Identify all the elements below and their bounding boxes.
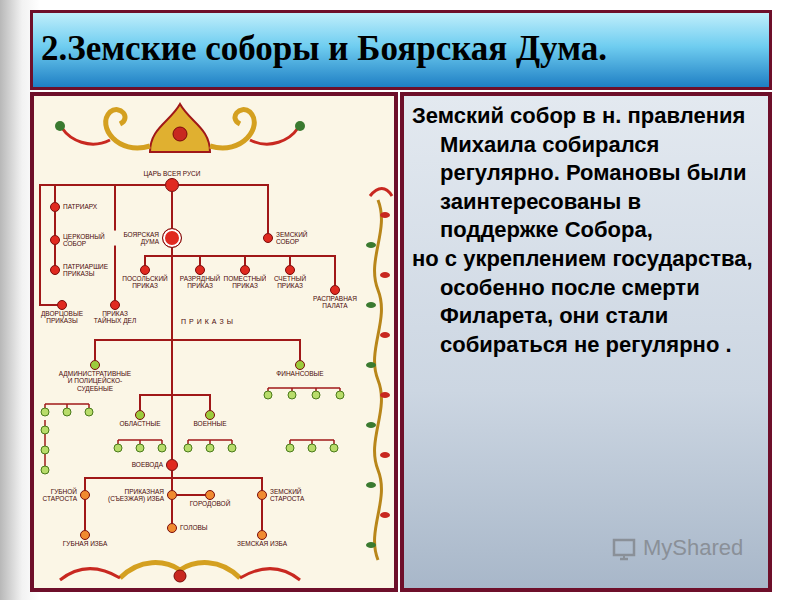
title-bar: 2.Земские соборы и Боярская Дума. [30,10,772,90]
org-circle: РАСПРАВНАЯ ПАЛАТА [330,285,340,295]
office-label: ВОЕВОДА [131,461,164,468]
office-label: ДВОРЦОВЫЕ ПРИКАЗЫ [38,310,86,325]
office-label: ЗЕМСКАЯ ИЗБА [236,540,288,547]
watermark: MyShared [642,535,744,561]
office-label: ГОРОДОВОЙ [189,500,232,507]
org-circle: ПАТРИАРШИЕ ПРИКАЗЫ [50,265,60,275]
org-circle: ЗЕМСКИЙ СТАРОСТА [257,490,267,500]
office-label: ОБЛАСТНЫЕ [118,420,161,427]
org-circle: ЗЕМСКИЙ СОБОР [263,233,273,243]
hierarchy-line [172,471,262,490]
text-panel: Земский собор в н. правления Михаила соб… [400,92,772,592]
body-text: но с укреплением государства, особенно п… [410,245,758,359]
group-heading: ПРИКАЗЫ [180,318,237,325]
body-text: Земский собор в н. правления Михаила соб… [410,102,758,245]
connector-layer [40,185,335,530]
org-circle: АДМИНИСТРАТИВНЫЕ И ПОЛИЦЕЙСКО-СУДЕБНЫЕ [90,360,100,370]
org-circle: ГУБНАЯ ИЗБА [80,530,90,540]
hierarchy-line [179,185,268,233]
office-label: ПАТРИАРХ [62,203,98,210]
office-label: ПРИКАЗ ТАЙНЫХ ДЕЛ [92,310,138,325]
hierarchy-line [84,500,86,530]
office-label: ПОСОЛЬСКИЙ ПРИКАЗ [121,275,169,290]
office-label: ПРИКАЗНАЯ (СЪЕЗЖАЯ) ИЗБА [97,488,165,503]
org-circle: ПАТРИАРХ [50,202,60,212]
office-label: ЗЕМСКИЙ СТАРОСТА [269,488,317,503]
org-circle: БОЯРСКАЯ ДУМА [162,228,182,248]
office-label: ПОМЕСТНЫЙ ПРИКАЗ [221,275,269,290]
office-label: РАЗРЯДНЫЙ ПРИКАЗ [176,275,224,290]
hierarchy-line [171,500,173,523]
hierarchy-line [172,248,300,360]
org-circle: ВОЕННЫЕ [205,410,215,420]
org-circle: ЦЕРКОВНЫЙ СОБОР [50,235,60,245]
office-label: АДМИНИСТРАТИВНЫЕ И ПОЛИЦЕЙСКО-СУДЕБНЫЕ [56,370,134,392]
hierarchy-line [55,185,165,202]
hierarchy-line [145,248,172,265]
office-label: ГОЛОВЫ [179,524,209,531]
org-circle: ЗЕМСКАЯ ИЗБА [257,530,267,540]
office-label: ЦЕРКОВНЫЙ СОБОР [62,233,110,248]
org-circle: ВОЕВОДА [166,459,178,471]
hierarchy-line [172,248,210,410]
org-circle: ПОМЕСТНЫЙ ПРИКАЗ [240,265,250,275]
org-circle: ГОЛОВЫ [167,523,177,533]
office-label: ЦАРЬ ВСЕЯ РУСИ [143,170,202,177]
org-circle: ГОРОДОВОЙ [205,490,215,500]
side-vine [366,189,392,561]
org-circle: ДВОРЦОВЫЕ ПРИКАЗЫ [57,300,67,310]
office-label: ГУБНАЯ ИЗБА [62,540,109,547]
hierarchy-line [171,192,173,228]
hierarchy-line [54,245,56,265]
office-label: ВОЕННЫЕ [193,420,228,427]
org-circle: ФИНАНСОВЫЕ [295,360,305,370]
org-circle: ГУБНОЙ СТАРОСТА [80,490,90,500]
office-label: СЧЕТНЫЙ ПРИКАЗ [266,275,314,290]
office-label: ГУБНОЙ СТАРОСТА [36,488,78,503]
slide-title: 2.Земские соборы и Боярская Дума. [33,13,769,69]
org-circle: ПОСОЛЬСКИЙ ПРИКАЗ [140,265,150,275]
hierarchy-line [171,248,173,459]
org-circle: ОБЛАСТНЫЕ [135,410,145,420]
watermark-icon [612,536,638,562]
office-label: ЗЕМСКИЙ СОБОР [275,231,323,246]
minor-office-circles [41,388,344,474]
org-circle: ПРИКАЗНАЯ (СЪЕЗЖАЯ) ИЗБА [167,490,177,500]
hierarchy-line [177,494,205,496]
hierarchy-line [54,212,56,235]
office-label: БОЯРСКАЯ ДУМА [114,231,160,246]
org-circle: РАЗРЯДНЫЙ ПРИКАЗ [195,265,205,275]
office-label: ФИНАНСОВЫЕ [275,370,324,377]
org-circle: СЧЕТНЫЙ ПРИКАЗ [285,265,295,275]
office-label: ПАТРИАРШИЕ ПРИКАЗЫ [62,263,114,278]
bottom-ornament [60,563,300,582]
top-ornament [55,104,305,152]
hierarchy-line [261,500,263,530]
office-label: РАСПРАВНАЯ ПАЛАТА [310,295,360,310]
org-circle: ЦАРЬ ВСЕЯ РУСИ [165,178,179,192]
hierarchy-line [140,248,172,410]
org-circle: ПРИКАЗ ТАЙНЫХ ДЕЛ [110,300,120,310]
